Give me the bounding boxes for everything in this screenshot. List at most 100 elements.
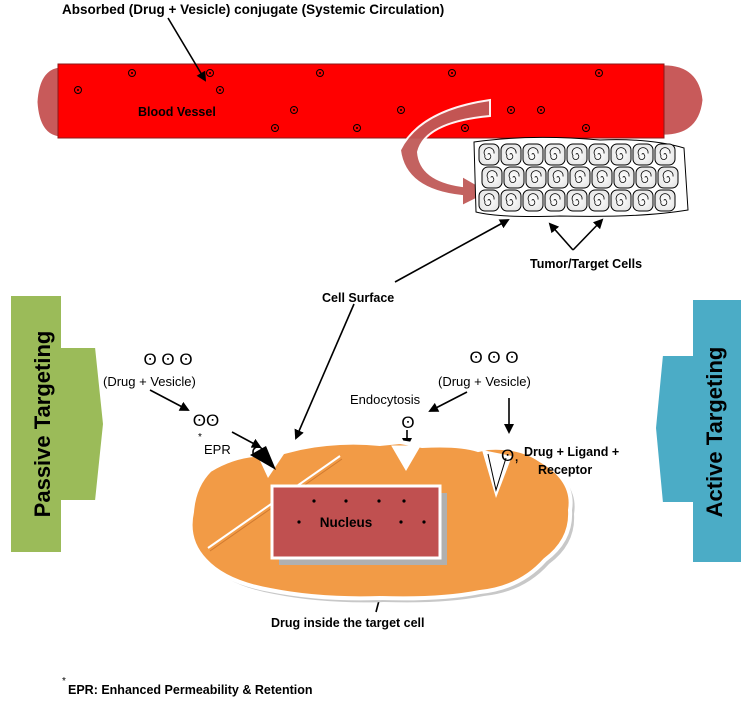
- drug-ligand-label: Drug + Ligand +: [524, 445, 619, 459]
- tumor-cell-swirl: [483, 193, 495, 206]
- receptor-label: Receptor: [538, 463, 592, 477]
- tumor-cell: [610, 189, 632, 212]
- tumor-cell-swirl: [486, 170, 498, 183]
- arrow-tumor-label-2: [572, 218, 604, 251]
- tumor-cell-swirl: [659, 147, 671, 160]
- active-targeting-arrow[interactable]: Active Targeting: [652, 296, 744, 566]
- arrow-cell-surface-down: [294, 303, 355, 440]
- target-cell: Nucleus: [188, 439, 575, 603]
- vesicle-triple-right: ʘ ʘ ʘ: [469, 348, 518, 367]
- vessel-left-cap: [34, 64, 62, 140]
- active-targeting-label: Active Targeting: [702, 347, 727, 518]
- tumor-cell: [632, 189, 654, 212]
- passive-targeting-label: Passive Targeting: [30, 331, 55, 518]
- tumor-cell-swirl: [505, 147, 517, 160]
- tumor-cell: [588, 189, 610, 212]
- tumor-cell-swirl: [637, 147, 649, 160]
- tumor-cell: [544, 143, 566, 166]
- arrow-epr: [231, 431, 262, 448]
- vesicle-triple-left: ʘ ʘ ʘ: [143, 350, 192, 369]
- arrow-passive-pair: [149, 389, 190, 411]
- tumor-cell: [525, 166, 547, 189]
- endocytosis-notch: [391, 445, 421, 471]
- nucleus-label: Nucleus: [320, 515, 373, 530]
- absorbed-label: Absorbed (Drug + Vesicle) conjugate (Sys…: [62, 2, 444, 17]
- epr-label: EPR: [204, 442, 231, 457]
- vesicle-symbols: ʘ ʘ ʘ ʘ ʘ ʘ ʘʘ ʘ ʘ ʘ,: [143, 348, 519, 465]
- tumor-cell-swirl: [571, 147, 583, 160]
- tumor-cell: [632, 143, 654, 166]
- cell-surface-label: Cell Surface: [322, 291, 394, 305]
- footnote-star: *: [62, 676, 66, 687]
- epr-entry-arrowhead: [250, 446, 276, 470]
- text-labels: Absorbed (Drug + Vesicle) conjugate (Sys…: [62, 2, 642, 697]
- tumor-cell-swirl: [483, 147, 495, 160]
- vessel-vesicles: [74, 69, 603, 132]
- tumor-cell: [500, 189, 522, 212]
- arrow-absorbed: [167, 17, 207, 82]
- tumor-cell-swirl: [574, 170, 586, 183]
- tumor-cell: [610, 143, 632, 166]
- tumor-cell-swirl: [659, 193, 671, 206]
- tumor-cell: [547, 166, 569, 189]
- tumor-cell-swirl: [552, 170, 564, 183]
- tumor-cell-swirl: [527, 147, 539, 160]
- passive-targeting-arrow[interactable]: Passive Targeting: [8, 292, 106, 556]
- tumor-cell: [654, 143, 676, 166]
- tumor-cell: [481, 166, 503, 189]
- drug-inside-label: Drug inside the target cell: [271, 616, 425, 630]
- tumor-cell: [588, 143, 610, 166]
- arrow-endocytosis-down: [428, 391, 468, 412]
- tumor-cell: [478, 189, 500, 212]
- tumor-cell: [500, 143, 522, 166]
- tumor-cell-swirl: [618, 170, 630, 183]
- vessel-tube: [57, 63, 665, 139]
- blood-vessel: Blood Vessel: [34, 62, 706, 140]
- tumor-cell: [522, 189, 544, 212]
- tumor-cells: [473, 136, 689, 217]
- tumor-cell-swirl: [505, 193, 517, 206]
- tumor-cell-swirl: [615, 193, 627, 206]
- drug-vesicle-right-label: (Drug + Vesicle): [438, 374, 531, 389]
- tumor-cell-swirl: [508, 170, 520, 183]
- tumor-cell: [478, 143, 500, 166]
- arrow-cell-surface-up: [394, 219, 510, 283]
- footnote-label: EPR: Enhanced Permeability & Retention: [68, 683, 313, 697]
- tumor-cell-swirl: [571, 193, 583, 206]
- epr-star: *: [198, 432, 202, 443]
- vessel-right-cap: [658, 62, 706, 138]
- vesicle-pair: ʘʘ: [193, 411, 219, 430]
- tumor-cell: [503, 166, 525, 189]
- tumor-cell-swirl: [593, 147, 605, 160]
- blood-vessel-label: Blood Vessel: [138, 105, 216, 119]
- tumor-cell: [654, 189, 676, 212]
- tumor-cell-swirl: [593, 193, 605, 206]
- tumor-cell-swirl: [662, 170, 674, 183]
- tumor-cell-swirl: [549, 147, 561, 160]
- drug-vesicle-left-label: (Drug + Vesicle): [103, 374, 196, 389]
- tumor-cell-swirl: [637, 193, 649, 206]
- tumor-cell-swirl: [615, 147, 627, 160]
- arrow-tumor-label-1: [548, 222, 574, 251]
- vesicle-single-epr: ʘ: [251, 443, 264, 462]
- vesicle-single-ligand: ʘ,: [501, 446, 519, 465]
- tumor-cells-label: Tumor/Target Cells: [530, 257, 642, 271]
- tumor-cell-swirl: [640, 170, 652, 183]
- tumor-cell: [544, 189, 566, 212]
- tumor-cell-swirl: [549, 193, 561, 206]
- tumor-cell: [613, 166, 635, 189]
- vesicle-single-endo: ʘ: [401, 413, 414, 432]
- tumor-cell-swirl: [527, 193, 539, 206]
- tumor-cell: [566, 143, 588, 166]
- tumor-cell: [569, 166, 591, 189]
- tumor-cell: [635, 166, 657, 189]
- endocytosis-label: Endocytosis: [350, 392, 421, 407]
- tumor-cell: [591, 166, 613, 189]
- tumor-cell: [657, 166, 679, 189]
- tumor-cell-swirl: [596, 170, 608, 183]
- tumor-cell-swirl: [530, 170, 542, 183]
- nucleus-drug-dots: [297, 499, 426, 524]
- tumor-cell: [566, 189, 588, 212]
- tumor-cell: [522, 143, 544, 166]
